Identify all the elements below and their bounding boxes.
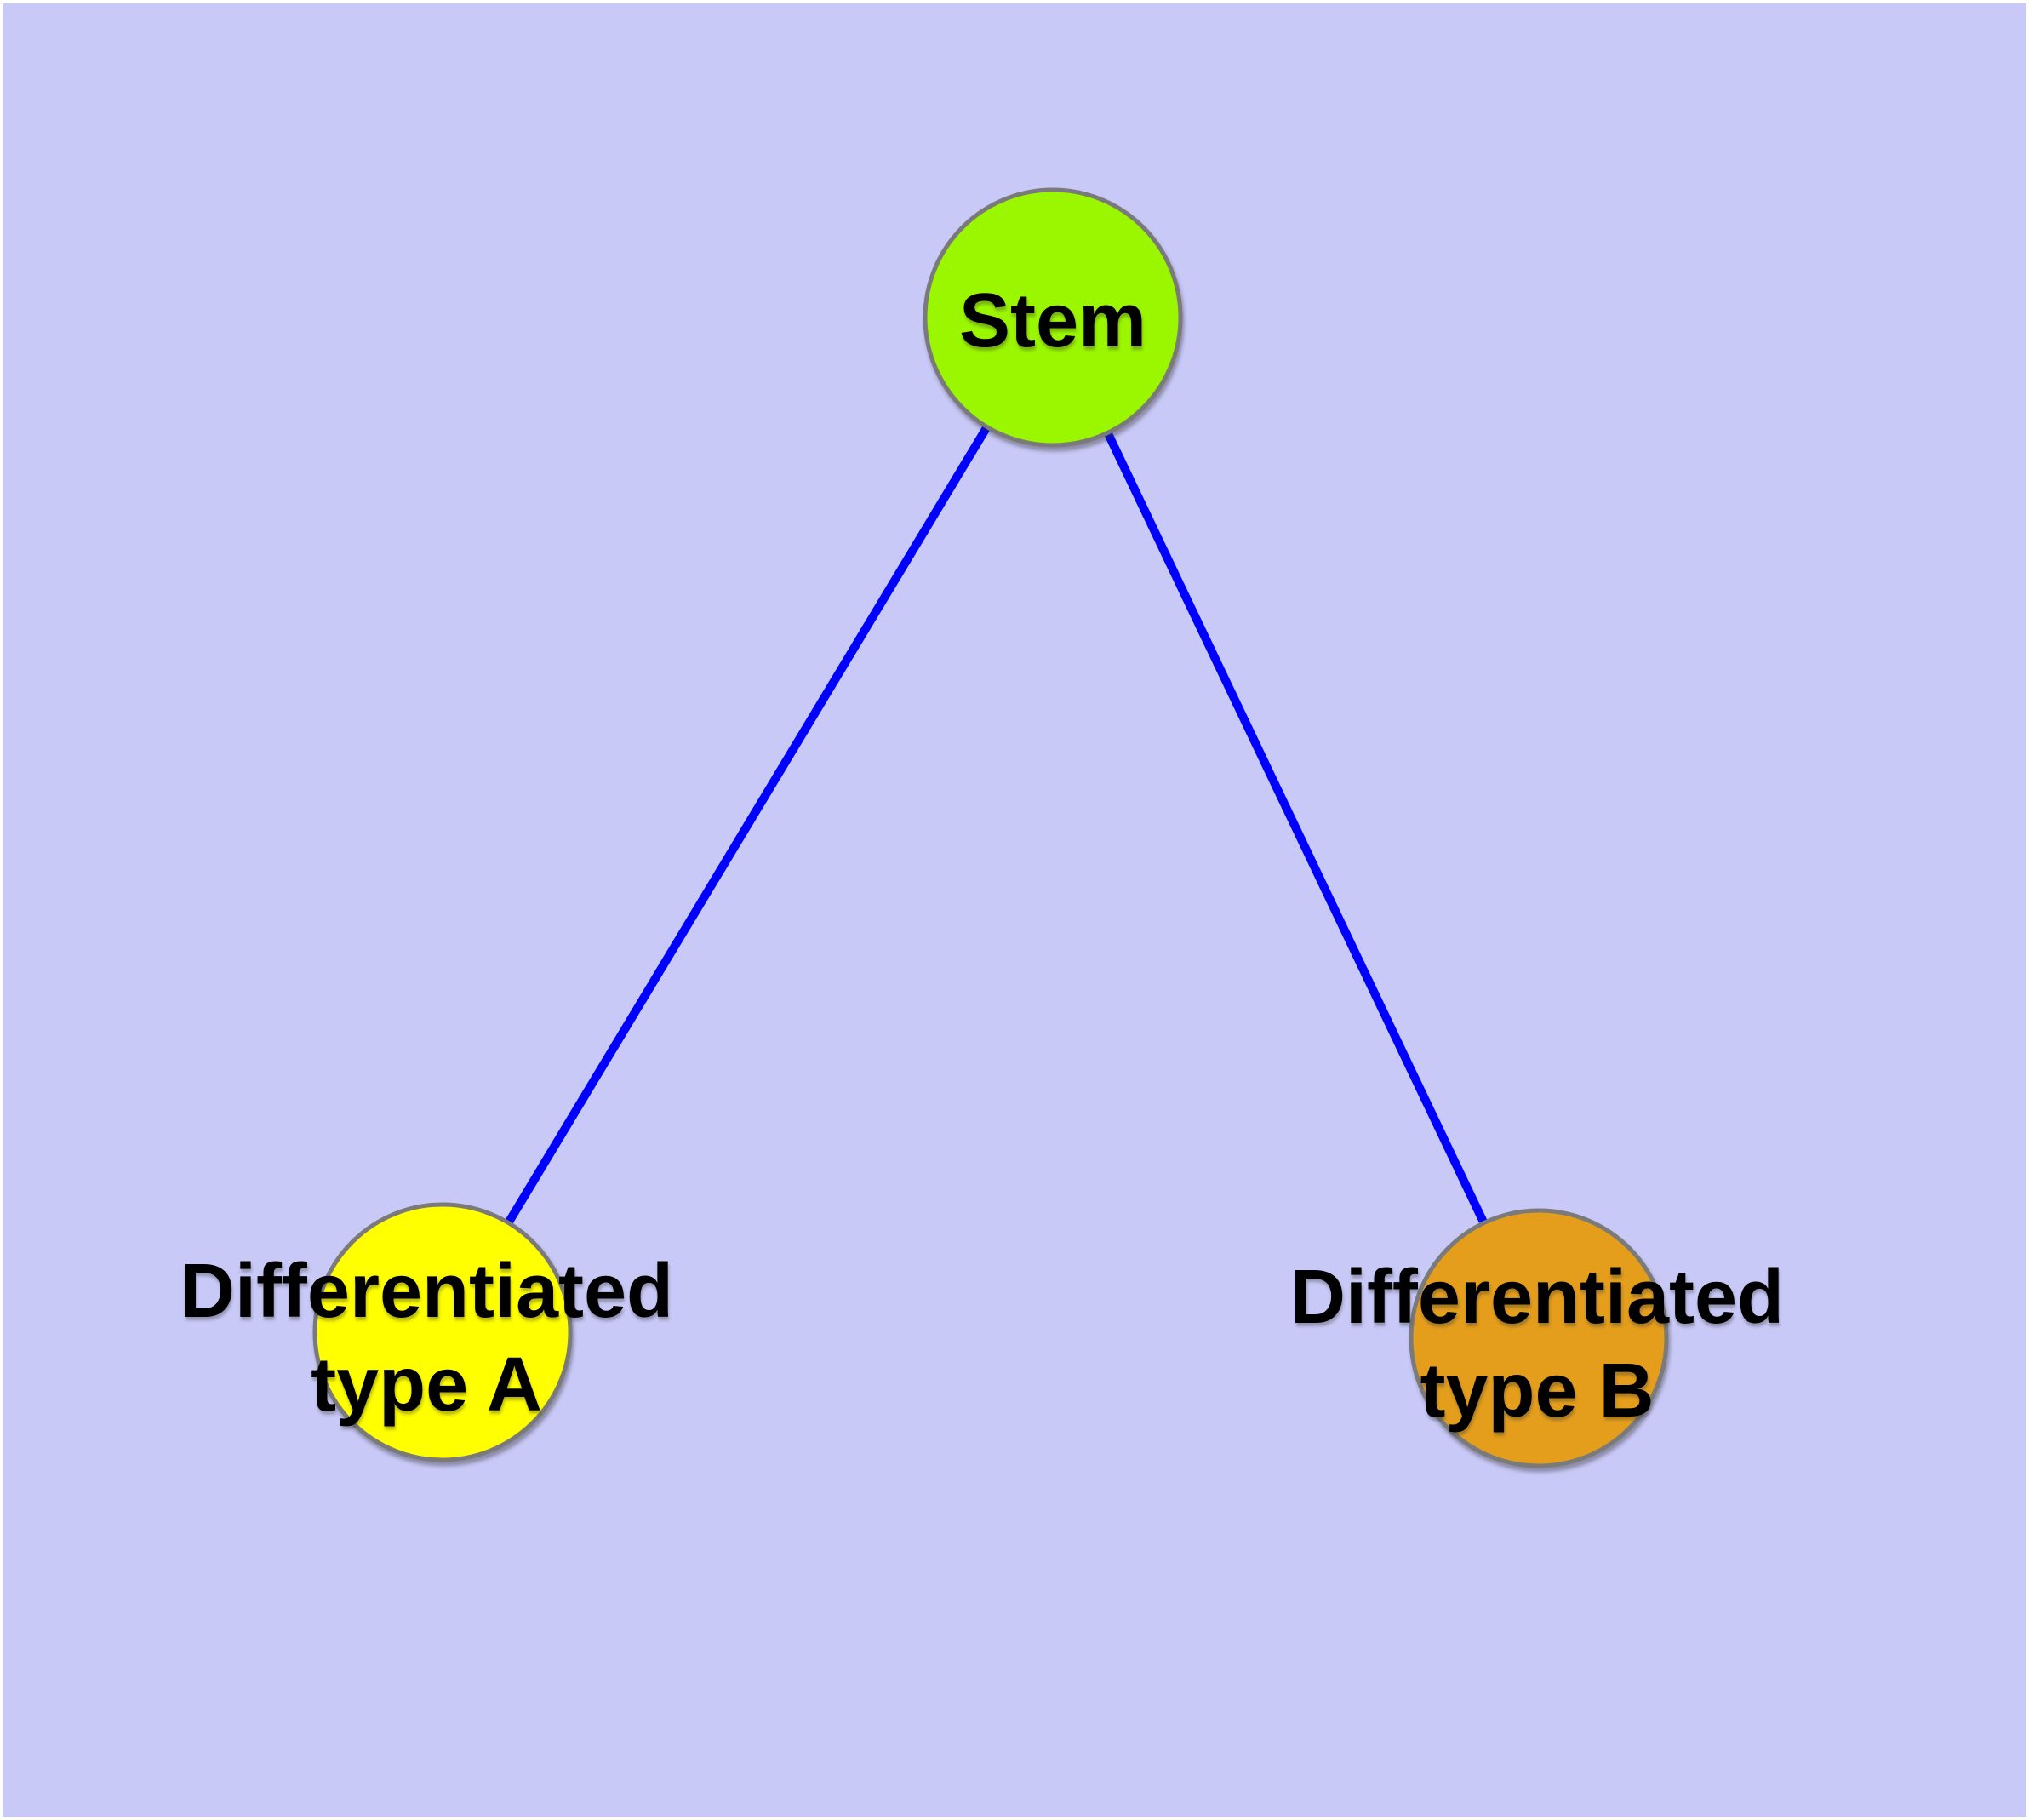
node-type-b-label-line2: type B: [1420, 1348, 1654, 1434]
node-differentiated-type-b: [1409, 1208, 1669, 1468]
edge-group: [438, 315, 1543, 1341]
node-type-a-label-line1: Differentiated: [180, 1249, 673, 1334]
edge-stem-to-type-a: [438, 315, 1057, 1335]
node-stem-label: Stem: [959, 278, 1146, 363]
node-group: [312, 187, 1669, 1468]
node-stem: [923, 187, 1183, 448]
node-type-b-label-line1: Differentiated: [1290, 1255, 1784, 1340]
node-type-a-label-line2: type A: [311, 1342, 542, 1428]
node-differentiated-type-a: [312, 1202, 573, 1462]
edge-stem-to-type-b: [1049, 315, 1543, 1341]
label-group: Stem Differentiated type A Differentiate…: [180, 278, 1784, 1434]
